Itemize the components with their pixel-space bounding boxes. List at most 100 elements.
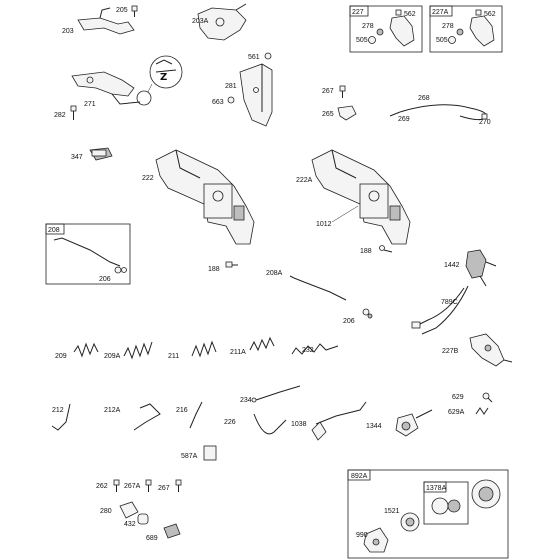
label-789c: 789C [441, 299, 458, 306]
part-222-control-bracket [155, 149, 255, 245]
part-188-screw-b [225, 261, 238, 268]
label-278-b: 278 [442, 23, 454, 30]
label-208a: 208A [266, 270, 283, 277]
part-209-spring [73, 342, 99, 358]
label-208: 208 [48, 227, 60, 234]
part-689-spring [163, 523, 181, 539]
box-227a [429, 5, 503, 53]
label-990: 990 [356, 532, 368, 539]
part-205-screw [131, 5, 138, 17]
part-267-screw-b [175, 479, 182, 492]
label-1521: 1521 [384, 508, 400, 515]
part-267a-screw [145, 479, 152, 492]
label-205: 205 [116, 7, 128, 14]
label-271: 271 [84, 101, 96, 108]
part-268-cable [389, 104, 488, 121]
label-278-a: 278 [362, 23, 374, 30]
label-188-b: 188 [208, 266, 220, 273]
part-203-bracket [77, 7, 135, 35]
part-282-screw [70, 105, 77, 120]
label-281: 281 [225, 83, 237, 90]
label-1442: 1442 [444, 262, 460, 269]
part-663-screw [227, 96, 235, 104]
part-188-screw-a [379, 245, 393, 253]
part-203a-bracket [197, 3, 247, 41]
label-587a: 587A [181, 453, 198, 460]
label-267-b: 267 [158, 485, 170, 492]
label-505-b: 505 [436, 37, 448, 44]
label-188-a: 188 [360, 248, 372, 255]
label-226: 226 [224, 419, 236, 426]
callout-detail [136, 55, 183, 106]
label-234: 234 [240, 397, 252, 404]
label-562-a: 562 [404, 11, 416, 18]
part-789c-harness [411, 285, 469, 335]
label-1038: 1038 [291, 421, 307, 428]
part-208a-link [289, 275, 347, 301]
part-226-cable [253, 413, 287, 435]
label-282: 282 [54, 112, 66, 119]
label-269: 269 [398, 116, 410, 123]
label-561: 561 [248, 54, 260, 61]
label-689: 689 [146, 535, 158, 542]
label-280: 280 [100, 508, 112, 515]
label-203: 203 [62, 28, 74, 35]
label-505-a: 505 [356, 37, 368, 44]
box-892a [347, 469, 509, 559]
label-1344: 1344 [366, 423, 382, 430]
label-206-a: 206 [99, 276, 111, 283]
part-234-link [251, 385, 301, 403]
label-1378a: 1378A [426, 485, 447, 492]
label-265: 265 [322, 111, 334, 118]
label-206-b: 206 [343, 318, 355, 325]
part-587a-clip [203, 445, 217, 461]
label-267a: 267A [124, 483, 141, 490]
part-209a-spring [123, 341, 153, 360]
part-1344-knob [395, 409, 433, 437]
part-561-screw [264, 52, 272, 60]
part-211-spring [191, 340, 217, 358]
part-206-clip [362, 308, 373, 319]
label-209: 209 [55, 353, 67, 360]
label-227a: 227A [432, 9, 449, 16]
label-270: 270 [479, 119, 491, 126]
label-227b: 227B [442, 348, 459, 355]
label-432: 432 [124, 521, 136, 528]
part-232-spring [291, 343, 339, 355]
label-267: 267 [322, 88, 334, 95]
part-629a-spring [475, 407, 489, 415]
label-232: 232 [302, 347, 314, 354]
label-347: 347 [71, 154, 83, 161]
label-211a: 211A [230, 349, 246, 356]
part-262-screw [113, 479, 120, 492]
label-1012: 1012 [316, 221, 332, 228]
label-222a: 222A [296, 177, 313, 184]
label-663: 663 [212, 99, 224, 106]
part-347-switch [89, 147, 113, 161]
part-271-throttle-lever [71, 71, 141, 105]
label-211: 211 [168, 353, 179, 360]
label-216: 216 [176, 407, 188, 414]
part-1038-rod [311, 401, 367, 441]
label-222: 222 [142, 175, 154, 182]
label-268: 268 [418, 95, 430, 102]
part-629-screw [482, 392, 493, 403]
part-211a-spring [249, 336, 275, 352]
label-209a: 209A [104, 353, 121, 360]
part-432-bushing [137, 513, 149, 525]
part-212a-link [133, 403, 161, 431]
part-1442-switch [465, 249, 497, 287]
callout-glyph: Z [160, 72, 167, 83]
label-262: 262 [96, 483, 108, 490]
label-212: 212 [52, 407, 64, 414]
label-562-b: 562 [484, 11, 496, 18]
label-227: 227 [352, 9, 364, 16]
part-222a-control-bracket [311, 149, 411, 245]
label-629: 629 [452, 394, 464, 401]
box-208 [45, 223, 131, 285]
part-281-bracket [239, 63, 273, 127]
label-629a: 629A [448, 409, 465, 416]
part-216-link [189, 401, 203, 429]
label-212a: 212A [104, 407, 121, 414]
